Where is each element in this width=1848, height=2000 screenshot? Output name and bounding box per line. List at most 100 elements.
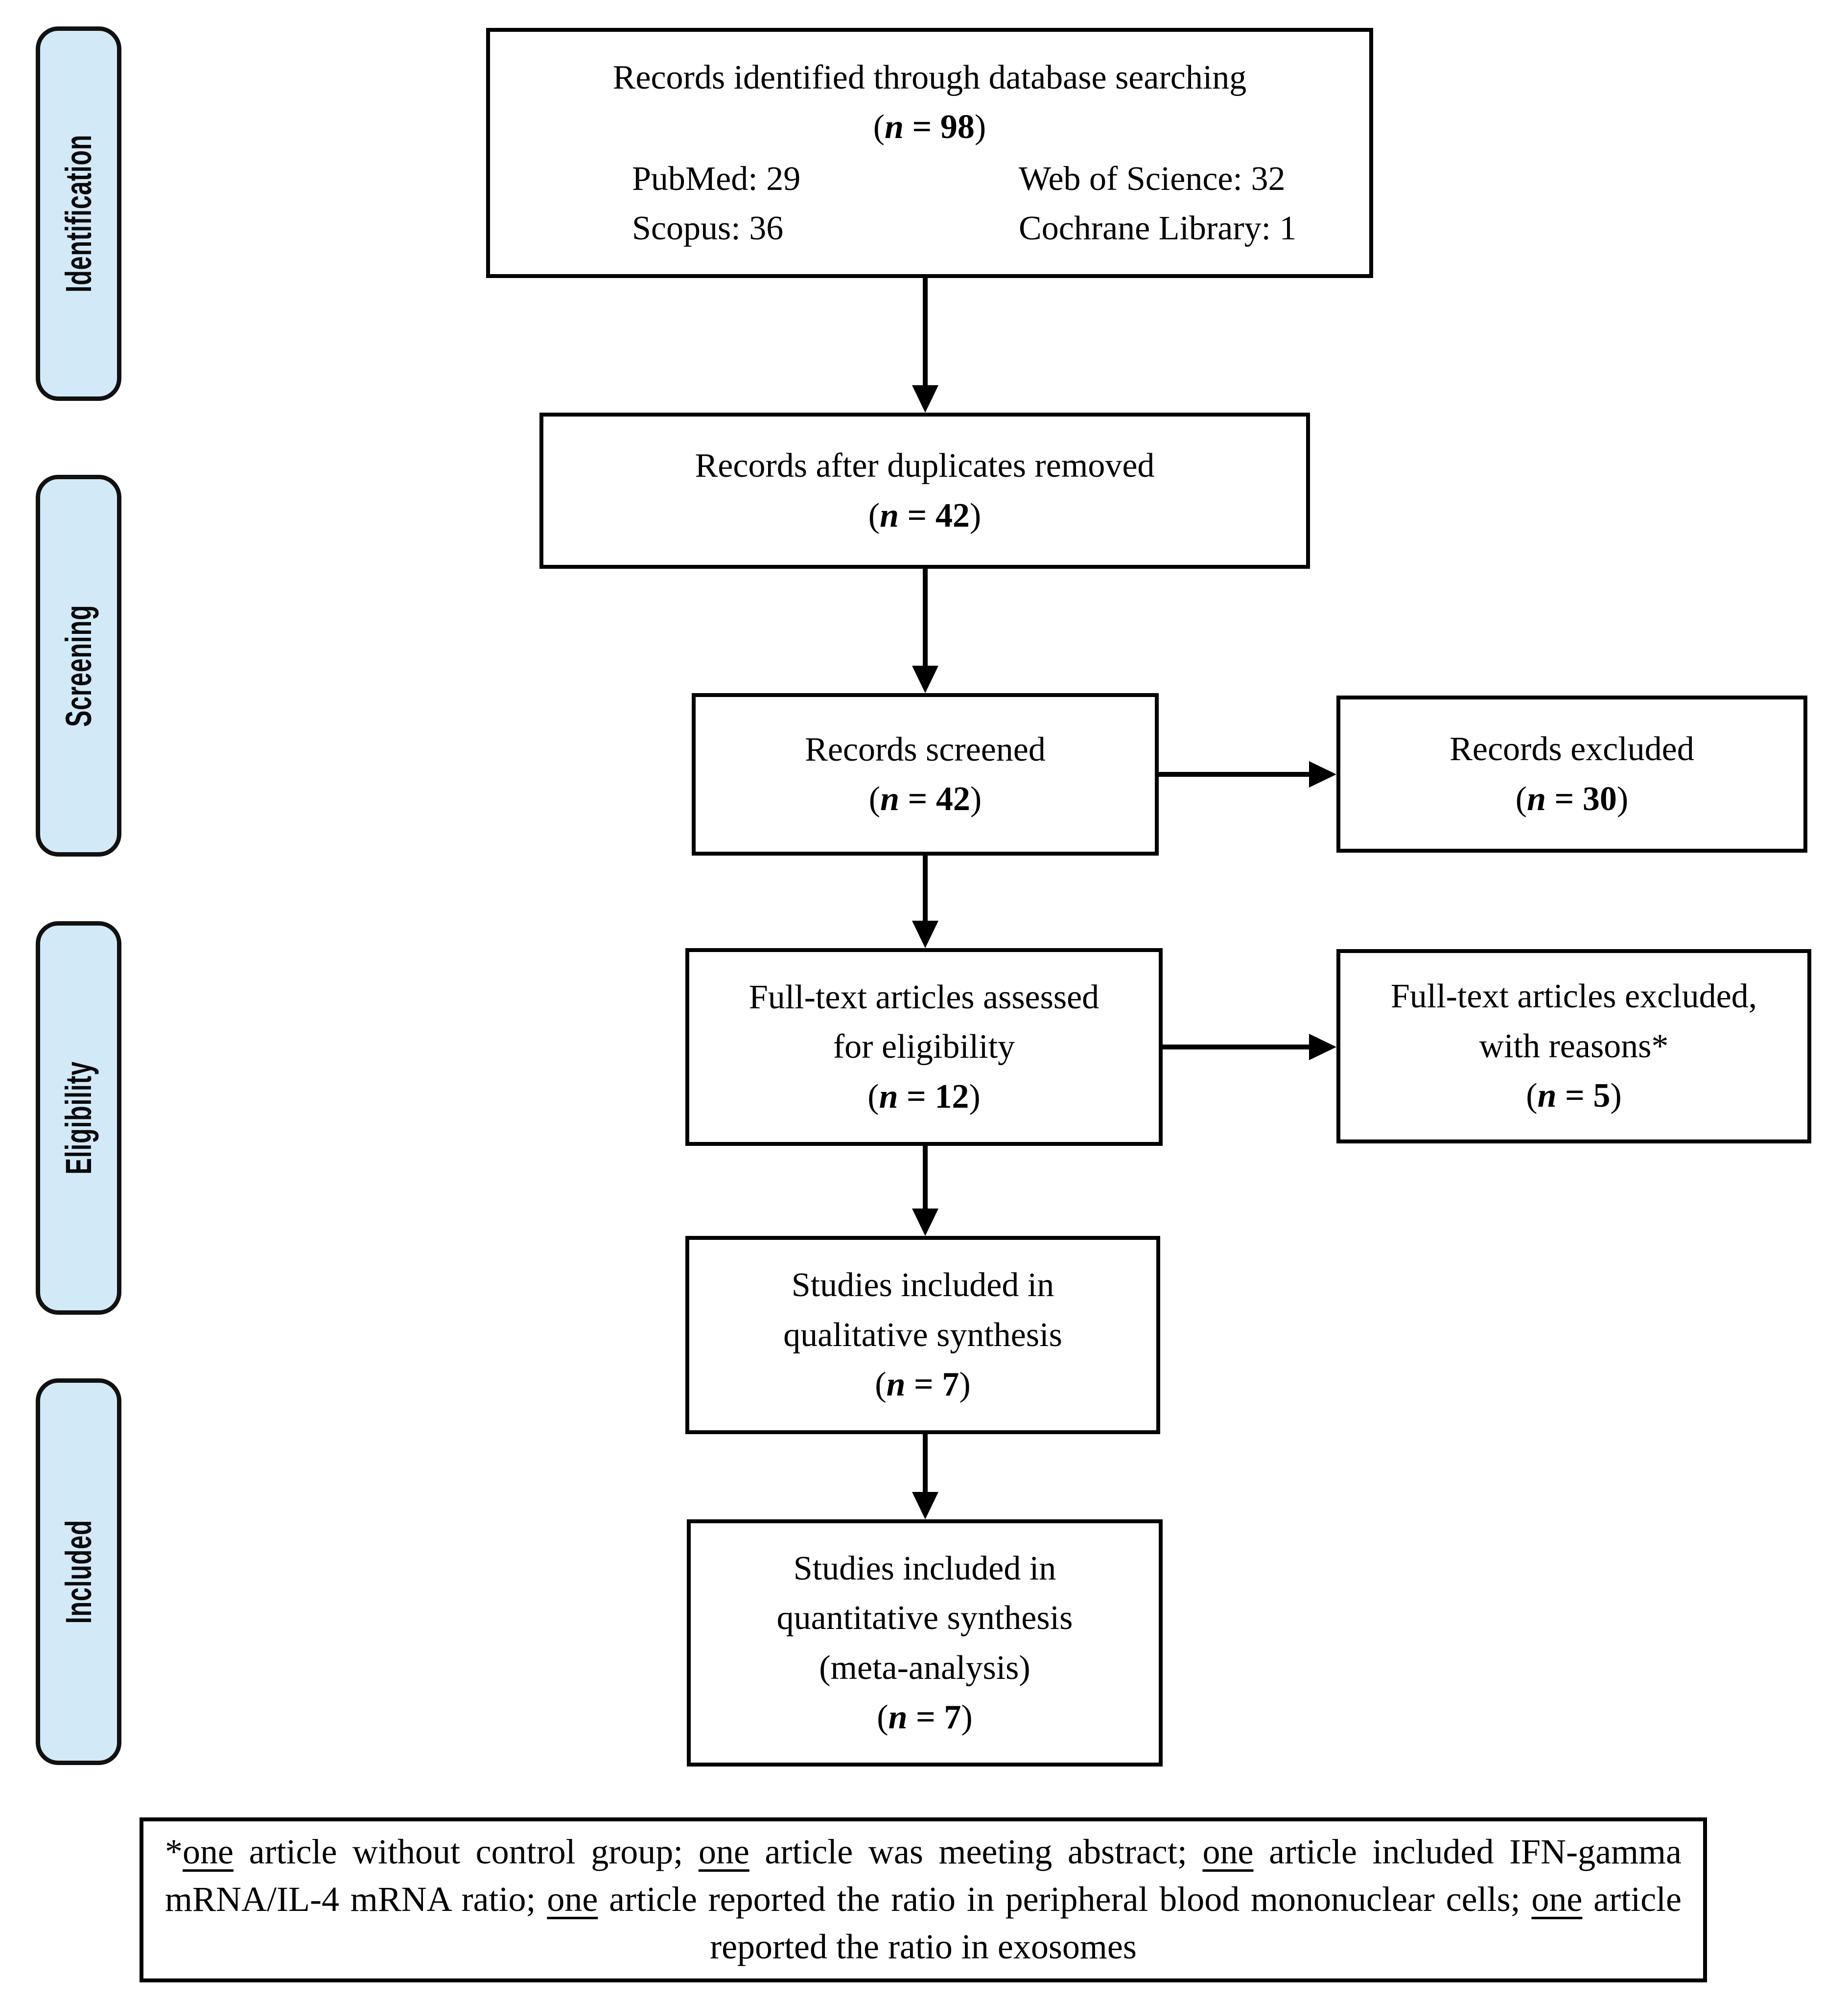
box-text-line: Records identified through database sear… (612, 58, 1247, 96)
n-symbol: n (880, 496, 899, 535)
n-value: 98 (940, 108, 975, 146)
n-symbol: n (885, 108, 904, 146)
n-count: (n = 5) (1526, 1071, 1621, 1121)
box-text-line: for eligibility (833, 1028, 1015, 1066)
arrow-line-qualitative-to-quantitative (923, 1434, 928, 1492)
paren-open: ( (868, 780, 881, 818)
paren-open: ( (868, 496, 880, 535)
footnote-segment: article reported the ratio in peripheral… (598, 1880, 1532, 1919)
equals-sign: = (907, 1698, 944, 1736)
arrow-line-fulltext-to-qualitative (923, 1146, 928, 1209)
paren-close: ) (969, 496, 982, 535)
n-value: 42 (936, 780, 970, 818)
box-text-line: Studies included in (793, 1549, 1056, 1587)
stage-label-identification: Identification (36, 26, 121, 401)
box-records-identified: Records identified through database sear… (486, 28, 1373, 278)
n-value: 7 (942, 1366, 959, 1404)
equals-sign: = (1556, 1077, 1593, 1115)
paren-open: ( (1526, 1077, 1538, 1115)
box-text-line: with reasons* (1479, 1027, 1669, 1065)
arrowhead-down-icon (912, 1492, 938, 1519)
equals-sign: = (904, 108, 940, 146)
footnote-underlined-word: one (547, 1880, 598, 1919)
arrow-line-screened-to-fulltext (923, 856, 928, 921)
n-value: 12 (935, 1077, 969, 1116)
n-value: 5 (1593, 1077, 1611, 1115)
arrow-line-identified-to-duplicates (923, 278, 928, 386)
n-symbol: n (1537, 1077, 1557, 1115)
footnote-text: *one article without control group; one … (165, 1832, 1682, 1966)
footnote-box: *one article without control group; one … (140, 1817, 1707, 1982)
box-quantitative-synthesis: Studies included in quantitative synthes… (687, 1519, 1163, 1767)
paren-close: ) (970, 780, 982, 818)
n-symbol: n (1527, 780, 1546, 818)
stage-label-screening: Screening (36, 475, 121, 857)
box-text-line: Full-text articles excluded, (1390, 977, 1757, 1016)
footnote-segment: * (165, 1832, 183, 1871)
n-count: (n = 42) (869, 774, 982, 824)
paren-open: ( (875, 1366, 887, 1404)
footnote-underlined-word: one (698, 1832, 749, 1871)
paren-close: ) (1610, 1077, 1622, 1115)
footnote-underlined-word: one (183, 1832, 234, 1871)
paren-open: ( (877, 1698, 889, 1736)
box-records-screened: Records screened (n = 42) (692, 693, 1159, 856)
box-fulltext-excluded: Full-text articles excluded, with reason… (1336, 949, 1811, 1143)
paren-close: ) (969, 1077, 981, 1116)
box-text-line: (meta-analysis) (819, 1649, 1030, 1687)
database-count-web-of-science: Web of Science: 32 (1019, 160, 1286, 198)
box-records-excluded: Records excluded (n = 30) (1336, 696, 1807, 853)
n-count: (n = 12) (867, 1072, 980, 1122)
box-text-line: Records screened (805, 730, 1046, 768)
footnote-segment: article was meeting abstract; (749, 1832, 1203, 1871)
n-symbol: n (888, 1698, 908, 1736)
paren-close: ) (959, 1366, 971, 1404)
stage-label-text: Eligibility (58, 1061, 99, 1175)
footnote-segment: article included IFN-gamma mRNA/IL-4 mRN… (165, 1832, 1682, 1919)
n-count: (n = 42) (868, 491, 981, 541)
n-symbol: n (886, 1366, 906, 1404)
box-text-line: quantitative synthesis (776, 1599, 1073, 1637)
box-text-line: qualitative synthesis (783, 1316, 1062, 1354)
stage-label-text: Included (58, 1519, 99, 1624)
paren-close: ) (1616, 780, 1629, 818)
stage-label-text: Screening (58, 605, 99, 727)
arrowhead-right-icon (1309, 761, 1336, 788)
n-value: 7 (944, 1698, 961, 1736)
equals-sign: = (899, 496, 936, 535)
n-count: (n = 98) (873, 102, 986, 152)
stage-label-included: Included (36, 1378, 121, 1765)
database-counts: PubMed: 29 Web of Science: 32 Scopus: 36… (490, 154, 1369, 254)
box-records-after-duplicates-removed: Records after duplicates removed (n = 42… (539, 413, 1310, 569)
arrowhead-right-icon (1309, 1034, 1336, 1060)
footnote-segment: article reported the ratio in exosomes (710, 1880, 1682, 1967)
equals-sign: = (905, 1366, 942, 1404)
database-count-pubmed: PubMed: 29 (632, 160, 801, 198)
paren-open: ( (867, 1077, 879, 1116)
equals-sign: = (898, 1077, 935, 1116)
database-count-cochrane-library: Cochrane Library: 1 (1019, 209, 1297, 247)
footnote-segment: article without control group; (233, 1832, 699, 1871)
box-qualitative-synthesis: Studies included in qualitative synthesi… (685, 1236, 1160, 1434)
paren-open: ( (1515, 780, 1527, 818)
equals-sign: = (899, 780, 936, 818)
n-symbol: n (880, 780, 900, 818)
paren-close: ) (961, 1698, 973, 1736)
arrow-line-fulltext-to-ft-excluded (1163, 1045, 1309, 1049)
n-count: (n = 30) (1516, 774, 1628, 824)
arrow-line-screened-to-excluded (1159, 772, 1309, 777)
database-count-scopus: Scopus: 36 (632, 209, 784, 247)
n-value: 30 (1582, 780, 1617, 818)
arrowhead-down-icon (912, 1209, 938, 1236)
box-text-line: Records after duplicates removed (695, 447, 1155, 485)
n-count: (n = 7) (877, 1693, 972, 1743)
paren-close: ) (974, 108, 986, 146)
box-text-line: Records excluded (1450, 730, 1694, 768)
footnote-underlined-word: one (1531, 1880, 1583, 1919)
box-fulltext-assessed: Full-text articles assessed for eligibil… (685, 948, 1163, 1146)
equals-sign: = (1546, 780, 1583, 818)
paren-open: ( (873, 108, 885, 146)
arrowhead-down-icon (912, 921, 938, 948)
n-symbol: n (879, 1077, 898, 1116)
